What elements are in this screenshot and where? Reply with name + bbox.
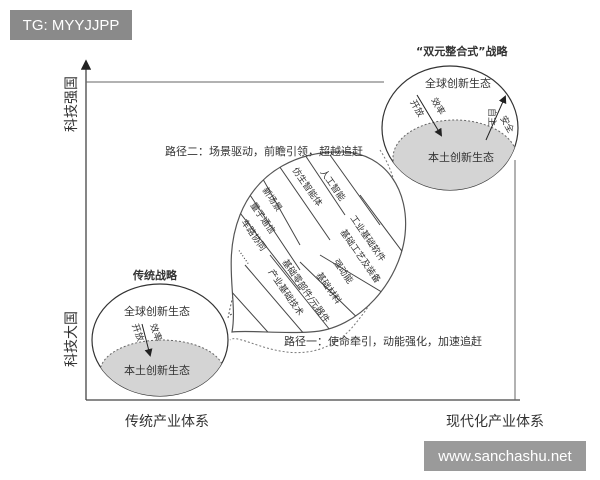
- dual-inner-label: 本土创新生态: [428, 150, 494, 164]
- dual-up-left: 自主: [486, 108, 498, 126]
- traditional-title: 传统战略: [132, 268, 178, 282]
- dual-title: “双元整合式”战略: [416, 44, 508, 58]
- traditional-outer-label: 全球创新生态: [124, 304, 190, 318]
- dual-outer-label: 全球创新生态: [425, 76, 491, 90]
- path2-label: 路径二：场景驱动，前瞻引领，超越追赶: [165, 144, 363, 158]
- dual-up-arrow: [485, 95, 507, 141]
- traditional-inner-label: 本土创新生态: [124, 363, 190, 377]
- x-label-right: 现代化产业体系: [446, 414, 544, 430]
- x-label-left: 传统产业体系: [125, 414, 209, 430]
- dual-down-arrow: [416, 94, 443, 137]
- y-label-top: 科技强国: [64, 76, 80, 132]
- y-label-bottom: 科技大国: [64, 311, 80, 367]
- path1-label: 路径一：使命牵引，动能强化，加速追赶: [284, 334, 482, 348]
- watermark-bottom-right: www.sanchashu.net: [424, 441, 586, 471]
- traditional-arrow: [141, 323, 153, 357]
- watermark-top-left: TG: MYYJJPP: [10, 10, 132, 40]
